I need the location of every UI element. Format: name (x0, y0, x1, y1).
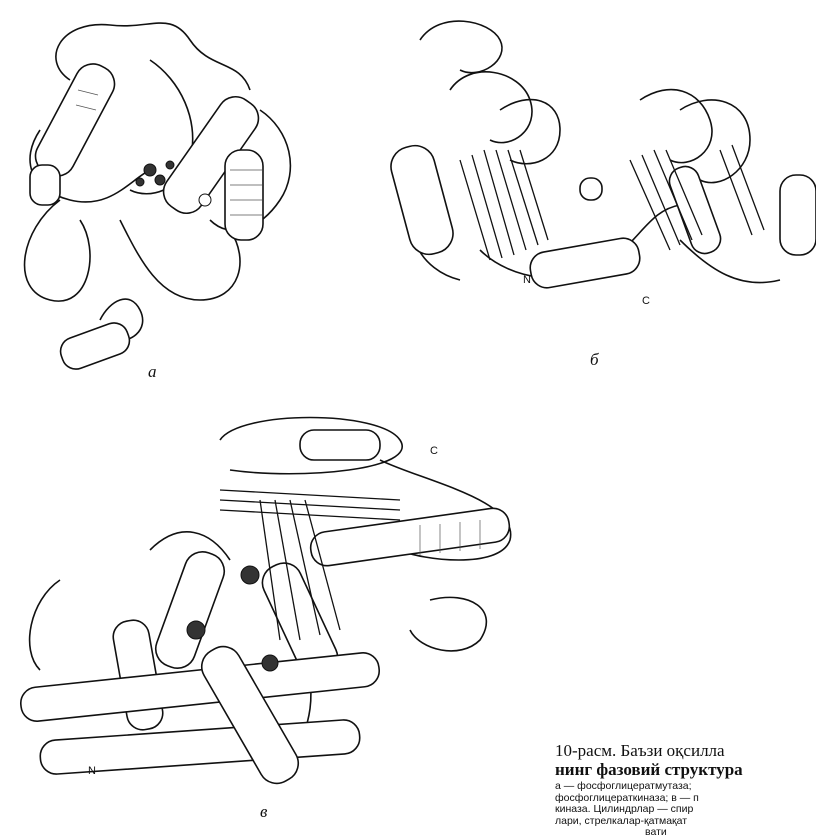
panel-v-label: в (260, 802, 267, 822)
panel-v-figure: C N в (0, 400, 540, 823)
protein-a-drawing (0, 0, 330, 390)
figure-caption: 10-расм. Баъзи оқсилла нинг фазовий стру… (555, 741, 816, 839)
helix-cylinder (225, 150, 263, 240)
panel-a-label: а (148, 362, 157, 382)
caption-title-line2: нинг фазовий структура (555, 760, 816, 779)
caption-title-line1: 10-расм. Баъзи оқсилла (555, 741, 816, 760)
caption-body-line4: лари, стрелкалар-қатмақат (555, 816, 816, 828)
panel-a-figure: а (0, 0, 330, 390)
helix-cylinder (19, 651, 381, 722)
protein-v-drawing (0, 400, 540, 823)
helix-cylinder (30, 165, 60, 205)
caption-body-line3: киназа. Цилиндрлар — спир (555, 804, 816, 816)
protein-b-drawing (380, 0, 816, 380)
helix-cylinder (29, 58, 121, 183)
panel-b-c-terminus: C (642, 295, 650, 307)
panel-b-n-terminus: N (523, 274, 531, 286)
caption-body-line5: вати (555, 827, 816, 839)
helix-cylinder (57, 319, 134, 373)
helix-cylinder (666, 163, 725, 258)
helix-cylinder (780, 175, 816, 255)
caption-body-line1: а — фосфоглицератмутаза; (555, 781, 816, 793)
helix-cylinder (387, 141, 458, 259)
panel-v-c-terminus: C (430, 445, 438, 457)
helix-cylinder (300, 430, 380, 460)
panel-v-n-terminus: N (88, 765, 96, 777)
helix-cylinder (580, 178, 602, 200)
panel-b-figure: N C б (380, 0, 816, 380)
helix-cylinder (528, 236, 643, 291)
panel-b-label: б (590, 350, 599, 370)
